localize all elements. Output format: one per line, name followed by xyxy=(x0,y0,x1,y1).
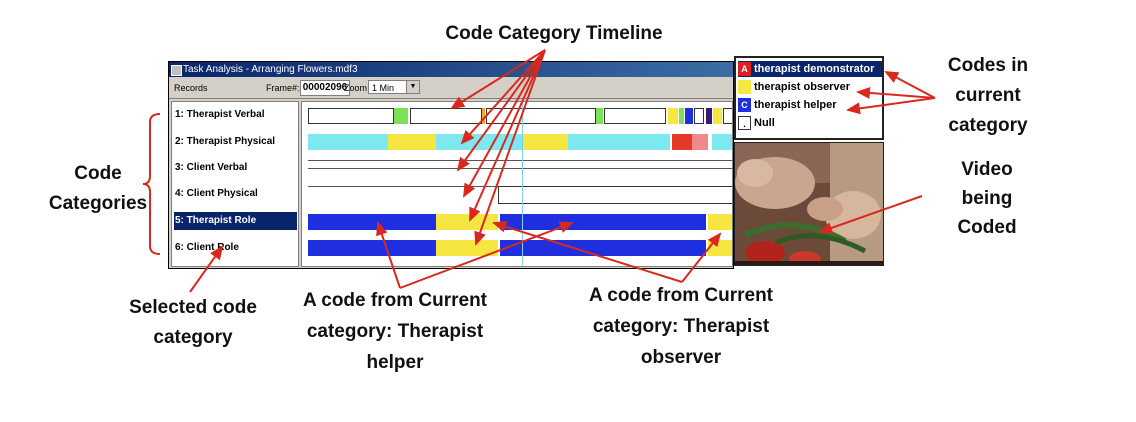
timeline-segment[interactable] xyxy=(482,108,485,124)
timeline-segment[interactable] xyxy=(694,108,704,124)
timeline-segment[interactable] xyxy=(723,108,732,124)
timeline-segment[interactable] xyxy=(604,108,666,124)
timeline-segment[interactable] xyxy=(568,134,670,150)
annotation-line: Selected code xyxy=(129,297,257,318)
records-label[interactable]: Records xyxy=(174,83,208,93)
code-key-badge xyxy=(738,80,751,94)
annotation-line: observer xyxy=(640,347,722,368)
code-key-badge: . xyxy=(738,116,751,130)
video-frame[interactable] xyxy=(734,142,884,266)
annotation-line: Codes in xyxy=(947,55,1029,76)
timeline-segment[interactable] xyxy=(500,240,706,256)
timeline-segment[interactable] xyxy=(498,186,732,204)
video-image xyxy=(735,143,883,265)
helper-code-annotation: A code from Current category: Therapist … xyxy=(290,289,500,375)
timeline-segment[interactable] xyxy=(436,134,522,150)
code-label: therapist observer xyxy=(754,81,850,93)
zoom-value: 1 Min xyxy=(372,83,395,93)
annotation-line: helper xyxy=(366,352,424,373)
coding-app-window: Task Analysis - Arranging Flowers.mdf3 R… xyxy=(168,61,734,269)
toolbar: Records Frame#: 00002096 Zoom 1 Min ▼ xyxy=(169,77,733,99)
category-item-therapist-role[interactable]: 5: Therapist Role xyxy=(174,212,297,230)
annotation-line: current xyxy=(955,85,1021,106)
timeline-segment[interactable] xyxy=(436,214,498,230)
timeline-row-line xyxy=(308,160,732,161)
codes-in-category-annotation: Codes in current category xyxy=(930,54,1046,138)
timeline-segment[interactable] xyxy=(308,240,436,256)
category-item-therapist-verbal[interactable]: 1: Therapist Verbal xyxy=(175,109,265,120)
timeline-segment[interactable] xyxy=(708,214,732,230)
window-title: Task Analysis - Arranging Flowers.mdf3 xyxy=(183,64,358,75)
annotation-line: Code xyxy=(74,163,122,184)
playhead-cursor[interactable] xyxy=(522,102,523,266)
window-titlebar[interactable]: Task Analysis - Arranging Flowers.mdf3 xyxy=(169,62,733,77)
annotation-line: category xyxy=(948,115,1028,136)
timeline-segment[interactable] xyxy=(500,214,706,230)
timeline-segment[interactable] xyxy=(679,108,684,124)
timeline-title-annotation: Code Category Timeline xyxy=(445,23,663,44)
category-item-client-verbal[interactable]: 3: Client Verbal xyxy=(175,162,248,173)
annotation-line: Categories xyxy=(48,193,148,214)
annotation-line: category: Therapist xyxy=(306,321,484,342)
code-item-therapist-observer[interactable]: therapist observer xyxy=(738,79,882,95)
annotation-line: category: Therapist xyxy=(592,316,770,337)
code-category-list: 1: Therapist Verbal 2: Therapist Physica… xyxy=(171,101,299,267)
category-item-client-role[interactable]: 6: Client Role xyxy=(175,242,239,253)
timeline-segment[interactable] xyxy=(708,240,732,256)
code-label: Null xyxy=(754,117,775,129)
timeline-segment[interactable] xyxy=(308,134,388,150)
selected-category-annotation: Selected code category xyxy=(108,296,278,350)
code-label: therapist helper xyxy=(754,99,837,111)
code-label: therapist demonstrator xyxy=(754,63,875,75)
timeline-segment[interactable] xyxy=(685,108,693,124)
code-categories-annotation: Code Categories xyxy=(48,162,148,216)
timeline-segment[interactable] xyxy=(308,108,394,124)
timeline-segment[interactable] xyxy=(692,134,708,150)
timeline-segment[interactable] xyxy=(713,108,722,124)
timeline-row-line xyxy=(308,168,732,169)
code-key-badge: A xyxy=(738,62,751,76)
timeline-segment[interactable] xyxy=(410,108,482,124)
annotation-line: category xyxy=(153,327,233,348)
timeline-segment[interactable] xyxy=(486,108,596,124)
timeline-segment[interactable] xyxy=(706,108,712,124)
frame-number-field[interactable]: 00002096 xyxy=(300,80,350,96)
app-icon xyxy=(171,65,182,76)
category-item-therapist-physical[interactable]: 2: Therapist Physical xyxy=(175,136,276,147)
timeline-segment[interactable] xyxy=(394,108,408,124)
timeline-segment[interactable] xyxy=(672,134,692,150)
code-category-timeline[interactable] xyxy=(301,101,733,267)
annotation-line: being xyxy=(961,188,1013,209)
annotation-line: Coded xyxy=(957,217,1017,238)
timeline-segment[interactable] xyxy=(436,240,498,256)
category-item-client-physical[interactable]: 4: Client Physical xyxy=(175,188,258,199)
annotation-line: Video xyxy=(961,159,1013,180)
zoom-select[interactable]: 1 Min ▼ xyxy=(368,80,420,94)
arrow xyxy=(884,71,936,99)
frame-label: Frame#: xyxy=(266,83,300,93)
observer-code-annotation: A code from Current category: Therapist … xyxy=(566,284,796,370)
dropdown-arrow-icon[interactable]: ▼ xyxy=(406,81,419,93)
timeline-segment[interactable] xyxy=(522,134,568,150)
zoom-label: Zoom xyxy=(344,83,368,93)
timeline-segment[interactable] xyxy=(308,214,436,230)
timeline-segment[interactable] xyxy=(596,108,603,124)
timeline-segment[interactable] xyxy=(668,108,678,124)
annotation-line: A code from Current xyxy=(588,285,774,306)
timeline-segment[interactable] xyxy=(712,134,732,150)
timeline-segment[interactable] xyxy=(388,134,436,150)
video-annotation: Video being Coded xyxy=(942,158,1032,240)
annotation-line: A code from Current xyxy=(302,290,488,311)
code-item-null[interactable]: .Null xyxy=(738,115,882,131)
code-key-badge: C xyxy=(738,98,751,112)
